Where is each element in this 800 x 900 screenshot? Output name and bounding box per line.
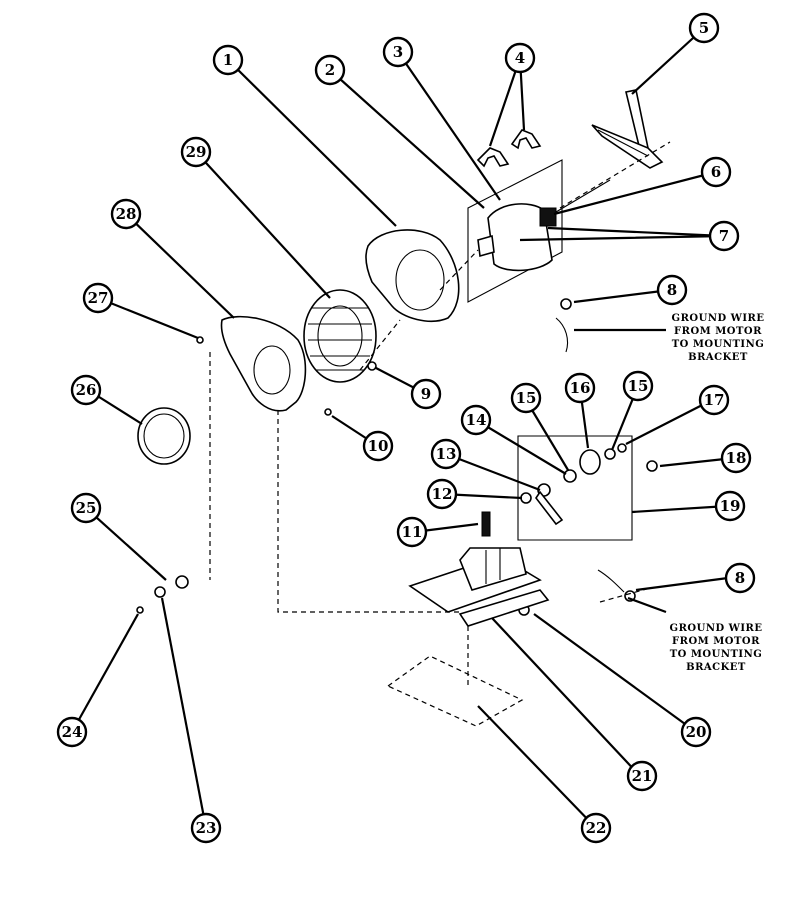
blower-wheel <box>303 289 401 383</box>
callout-26: 26 <box>70 374 102 406</box>
callout-3: 3 <box>382 36 414 68</box>
callout-17: 17 <box>698 384 730 416</box>
callout-13: 13 <box>430 438 462 470</box>
callout-2: 2 <box>314 54 346 86</box>
note-line: FROM MOTOR <box>674 326 762 337</box>
svg-text:2: 2 <box>325 61 335 79</box>
svg-text:19: 19 <box>720 497 741 515</box>
callout-19: 19 <box>714 490 746 522</box>
svg-text:8: 8 <box>667 281 677 299</box>
svg-text:22: 22 <box>586 819 607 837</box>
callout-21: 21 <box>626 760 658 792</box>
svg-text:21: 21 <box>632 767 653 785</box>
svg-text:13: 13 <box>436 445 457 463</box>
svg-text:8: 8 <box>735 569 745 587</box>
svg-text:1: 1 <box>223 51 233 69</box>
callout-11: 11 <box>396 516 428 548</box>
note-line: GROUND WIRE <box>671 313 765 324</box>
svg-text:7: 7 <box>719 227 729 245</box>
housing-cover <box>209 315 462 613</box>
seal-ring <box>137 407 191 465</box>
svg-text:29: 29 <box>186 143 207 161</box>
svg-text:18: 18 <box>726 449 747 467</box>
drive-belt <box>591 89 664 169</box>
svg-text:11: 11 <box>402 523 423 541</box>
svg-text:25: 25 <box>76 499 97 517</box>
callout-1: 1 <box>212 44 244 76</box>
callout-10: 10 <box>362 430 394 462</box>
callout-15-right: 15 <box>622 370 654 402</box>
callout-25: 25 <box>70 492 102 524</box>
callout-7: 7 <box>708 220 740 252</box>
callout-6: 6 <box>700 156 732 188</box>
callout-5: 5 <box>688 12 720 44</box>
svg-text:26: 26 <box>76 381 97 399</box>
svg-text:12: 12 <box>432 485 453 503</box>
svg-text:24: 24 <box>62 723 83 741</box>
svg-text:15: 15 <box>628 377 649 395</box>
ground-wire-note-lower: GROUND WIRE FROM MOTOR TO MOUNTING BRACK… <box>656 622 776 674</box>
svg-text:17: 17 <box>704 391 725 409</box>
callout-16: 16 <box>564 372 596 404</box>
callout-12: 12 <box>426 478 458 510</box>
motor-assembly <box>467 141 671 303</box>
note-line: BRACKET <box>688 352 748 363</box>
note-line: TO MOUNTING <box>669 649 763 660</box>
blower-housing <box>365 229 479 322</box>
callout-4: 4 <box>504 42 536 74</box>
svg-text:16: 16 <box>570 379 591 397</box>
ground-wires <box>555 317 651 603</box>
svg-text:20: 20 <box>686 723 707 741</box>
svg-text:4: 4 <box>515 49 525 67</box>
svg-text:9: 9 <box>421 385 431 403</box>
callout-15-left: 15 <box>510 382 542 414</box>
callout-8-upper: 8 <box>656 274 688 306</box>
callout-29: 29 <box>180 136 212 168</box>
callout-28: 28 <box>110 198 142 230</box>
callout-14: 14 <box>460 404 492 436</box>
svg-text:28: 28 <box>116 205 137 223</box>
fasteners <box>136 298 658 616</box>
callout-8-lower: 8 <box>724 562 756 594</box>
motor-mount-bracket <box>408 547 550 627</box>
svg-text:10: 10 <box>368 437 389 455</box>
svg-text:27: 27 <box>88 289 109 307</box>
svg-text:3: 3 <box>393 43 403 61</box>
callout-9: 9 <box>410 378 442 410</box>
note-line: FROM MOTOR <box>672 636 760 647</box>
callout-27: 27 <box>82 282 114 314</box>
svg-text:23: 23 <box>196 819 217 837</box>
ground-wire-note-upper: GROUND WIRE FROM MOTOR TO MOUNTING BRACK… <box>658 312 778 364</box>
motor-clips <box>476 129 542 168</box>
note-line: TO MOUNTING <box>671 339 765 350</box>
callout-18: 18 <box>720 442 752 474</box>
svg-text:6: 6 <box>711 163 721 181</box>
note-line: BRACKET <box>686 662 746 673</box>
base-outline <box>386 626 524 727</box>
svg-text:5: 5 <box>699 19 709 37</box>
callout-20: 20 <box>680 716 712 748</box>
svg-text:14: 14 <box>466 411 487 429</box>
callout-24: 24 <box>56 716 88 748</box>
note-line: GROUND WIRE <box>669 623 763 634</box>
svg-text:15: 15 <box>516 389 537 407</box>
callout-23: 23 <box>190 812 222 844</box>
callout-22: 22 <box>580 812 612 844</box>
